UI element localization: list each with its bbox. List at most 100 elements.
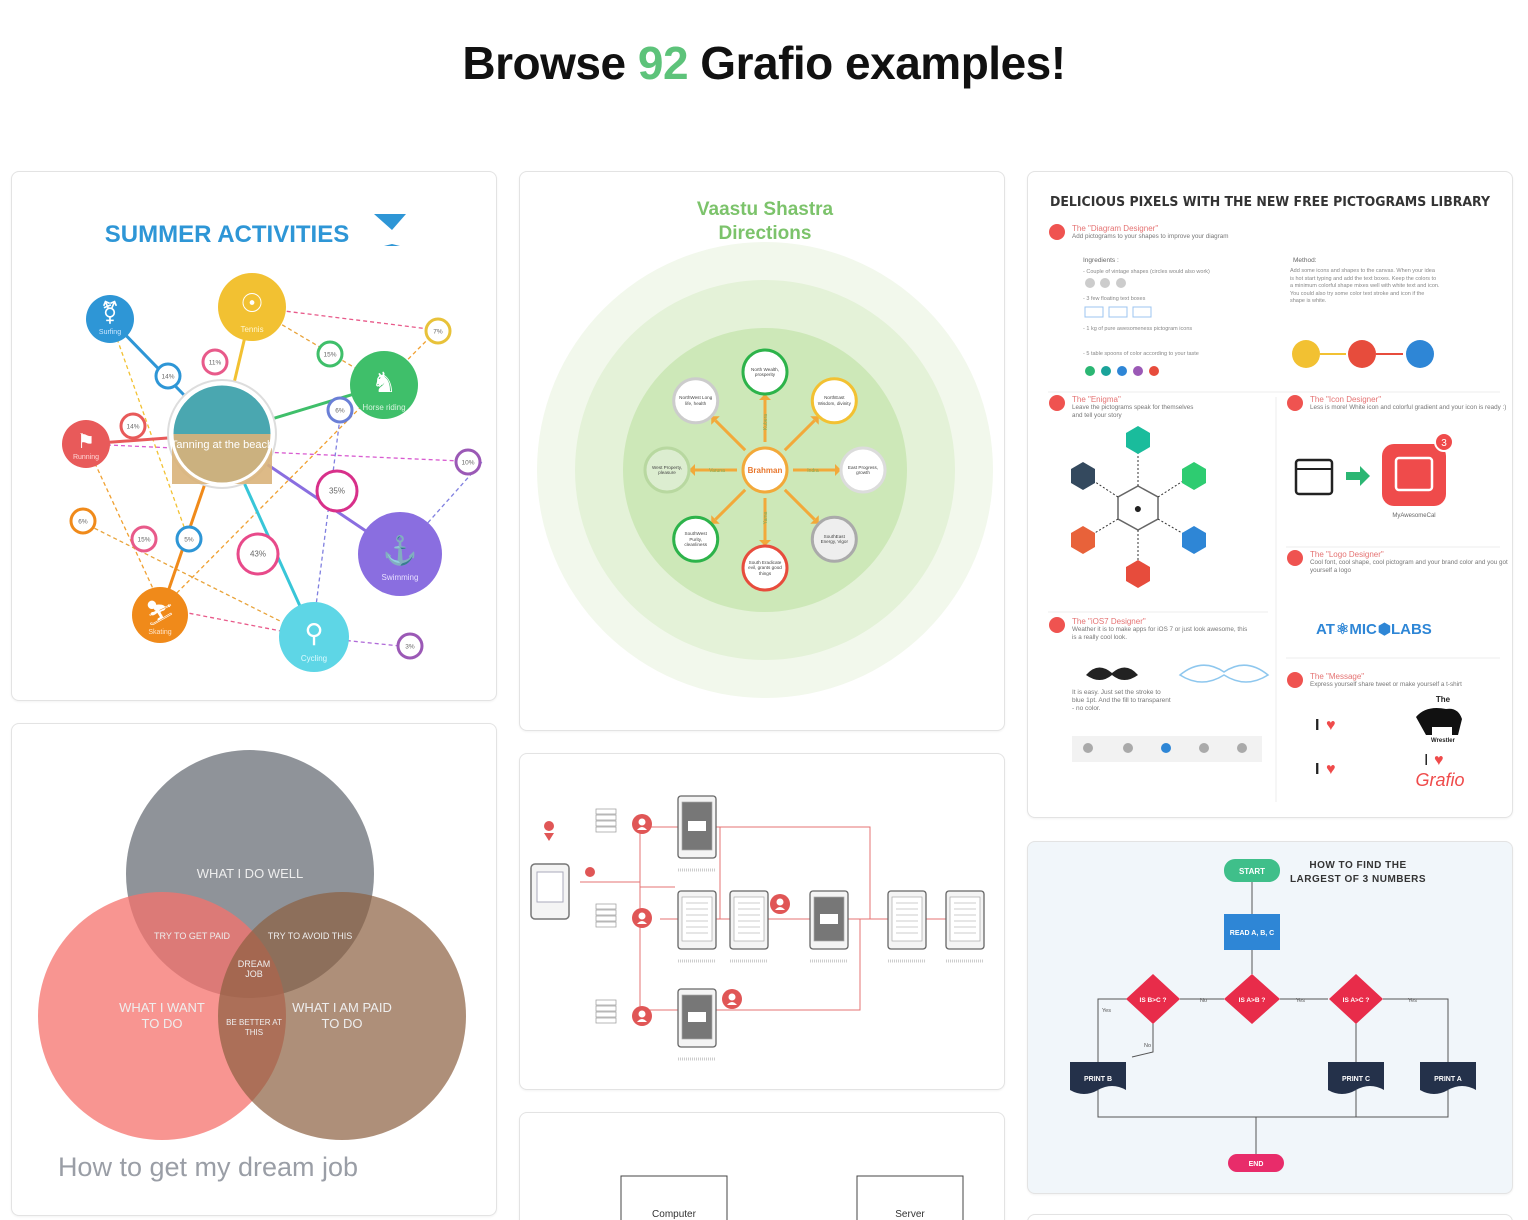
wireflow-screens: [595, 795, 985, 1061]
percent-ring: 15%: [316, 340, 344, 368]
calendar-icons: 3 MyAwesomeCal: [1294, 432, 1454, 519]
flow-decision[interactable]: IS B>C ?: [1126, 974, 1180, 1024]
percent-ring: 3%: [396, 632, 424, 660]
vaastu-node[interactable]: West Property, pleasure: [643, 446, 691, 494]
flow-read[interactable]: READ A, B, C: [1224, 914, 1280, 950]
section-subtitle: Cool font, cool shape, cool pictogram an…: [1310, 559, 1508, 574]
flow-decision[interactable]: IS A>B ?: [1224, 974, 1280, 1024]
venn-label-want: WHAT I WANT: [119, 1000, 205, 1015]
vaastu-node[interactable]: NorthWest Long life, health: [672, 377, 720, 425]
percent-ring: 43%: [236, 532, 280, 576]
pictogram-section: The "Message"Express yourself share twee…: [1287, 672, 1462, 688]
percent-ring: 11%: [201, 348, 229, 376]
computer-label: Computer: [652, 1209, 697, 1220]
percent-label: 15%: [137, 537, 150, 544]
vaastu-node-label: East Progress, growth: [847, 464, 879, 475]
vaastu-node-label: NorthEast Wisdom, divinity: [817, 395, 851, 406]
section-subtitle: Add pictograms to your shapes to improve…: [1072, 233, 1229, 240]
pictogram-sections: The "Diagram Designer"Add pictograms to …: [1048, 224, 1508, 802]
notification-badge: 3: [1441, 438, 1447, 449]
example-card-venn-dream-job[interactable]: WHAT I DO WELL WHAT I WANT TO DO WHAT I …: [11, 723, 497, 1216]
vaastu-node[interactable]: NorthEast Wisdom, divinity: [810, 377, 858, 425]
activity-label: Cycling: [301, 654, 327, 663]
screen-mockup: [677, 988, 717, 1061]
section-title: The "Message": [1310, 672, 1364, 681]
venn-label-try-avoid: TRY TO AVOID THIS: [268, 931, 353, 941]
activity-node[interactable]: ⚑Running: [62, 420, 110, 468]
ios7-note: It is easy. Just set the stroke to blue …: [1072, 689, 1171, 712]
activity-label: Running: [73, 454, 99, 461]
flow-output-label: PRINT A: [1434, 1076, 1462, 1083]
section-title: The "Enigma": [1072, 395, 1121, 404]
atomic-labs-logo: AT⚛MIC⬢LABS: [1316, 621, 1432, 638]
vaastu-node[interactable]: North Wealth, prosperity: [741, 348, 789, 396]
vaastu-center-label: Brahman: [748, 466, 783, 475]
ingredient-3: - 1 kg of pure awesomeness pictogram ico…: [1083, 326, 1192, 332]
activity-label: Surfing: [99, 329, 121, 336]
percent-ring: 7%: [424, 317, 452, 345]
section-subtitle: Less is more! White icon and colorful gr…: [1310, 404, 1507, 411]
activity-node[interactable]: ⚲Cycling: [279, 602, 349, 672]
screen-mockup: [887, 890, 927, 963]
user-avatar-icon: [770, 894, 790, 914]
flowchart-title: HOW TO FIND THE: [1309, 860, 1406, 871]
example-card-network[interactable]: Computer Server: [519, 1112, 1005, 1220]
flow-output[interactable]: PRINT C: [1328, 1062, 1384, 1094]
percent-ring: 10%: [454, 448, 482, 476]
heart-icon: ♥: [1326, 717, 1336, 734]
vaastu-node[interactable]: South Eradicate evil, grants good things: [741, 544, 789, 592]
flow-decision-label: IS A>B ?: [1239, 997, 1266, 1004]
activity-node[interactable]: ⚧ Surfing: [86, 295, 134, 343]
percent-ring: 6%: [326, 396, 354, 424]
edge-label-yes: Yes: [1408, 998, 1417, 1004]
deity-label: Kubera: [763, 414, 769, 430]
server-label: Server: [895, 1209, 925, 1220]
example-card-flowchart[interactable]: HOW TO FIND THE LARGEST OF 3 NUMBERS Yes…: [1027, 841, 1513, 1194]
activity-label: Tennis: [240, 325, 263, 334]
activity-node[interactable]: ☉Tennis: [218, 273, 286, 341]
activity-label: Horse riding: [362, 403, 405, 412]
mustache-icons: [1086, 664, 1270, 683]
venn-label-dream: DREAM: [238, 959, 271, 969]
percent-label: 5%: [184, 537, 194, 544]
vaastu-node-label: SouthEast Energy, Vigor: [820, 533, 848, 545]
direction-arrow: [714, 488, 747, 521]
example-card-pictograms[interactable]: DELICIOUS PIXELS WITH THE NEW FREE PICTO…: [1027, 171, 1513, 818]
activity-node[interactable]: ♞Horse riding: [350, 351, 418, 419]
pictogram-section: The "Logo Designer"Cool font, cool shape…: [1287, 550, 1508, 574]
percent-label: 43%: [250, 550, 266, 559]
flow-output[interactable]: PRINT A: [1420, 1062, 1476, 1094]
arrowhead: [759, 540, 771, 546]
example-card-summer-activities[interactable]: SUMMER ACTIVITIES: [11, 171, 497, 701]
percent-ring: 14%: [154, 362, 182, 390]
flow-end[interactable]: END: [1228, 1154, 1284, 1172]
flow-decision-label: IS A>C ?: [1343, 997, 1370, 1004]
vaastu-node[interactable]: SouthEast Energy, Vigor: [810, 515, 858, 563]
vaastu-node[interactable]: East Progress, growth: [839, 446, 887, 494]
user-avatar-icon: [722, 989, 742, 1009]
example-card-next[interactable]: [1027, 1214, 1513, 1220]
flow-output[interactable]: PRINT B: [1070, 1062, 1126, 1094]
surfing-icon: ⚧: [101, 300, 119, 325]
percent-ring: 6%: [69, 507, 97, 535]
the-label: The: [1436, 695, 1451, 704]
screen-mockup: [677, 795, 717, 872]
center-node[interactable]: Tanning at the beach: [167, 379, 277, 489]
vaastu-node[interactable]: SouthWest Purity, cleanliness: [672, 515, 720, 563]
title-suffix: Grafio examples!: [688, 37, 1066, 89]
flow-start[interactable]: START: [1224, 859, 1280, 882]
activity-node[interactable]: ⛷Skating: [132, 587, 188, 643]
percent-label: 10%: [461, 460, 474, 467]
percent-label: 11%: [209, 360, 222, 367]
venn-label-paid-2: TO DO: [322, 1016, 363, 1031]
center-label: Tanning at the beach: [171, 439, 273, 451]
edge-label-yes: Yes: [1102, 1008, 1111, 1014]
section-subtitle: Express yourself share tweet or make you…: [1310, 681, 1462, 688]
example-card-wireflow[interactable]: [519, 753, 1005, 1090]
flow-decision[interactable]: IS A>C ?: [1329, 974, 1383, 1024]
doc-stack: [595, 999, 617, 1024]
vaastu-center[interactable]: Brahman: [741, 446, 789, 494]
activity-node[interactable]: ⚓Swimming: [358, 512, 442, 596]
